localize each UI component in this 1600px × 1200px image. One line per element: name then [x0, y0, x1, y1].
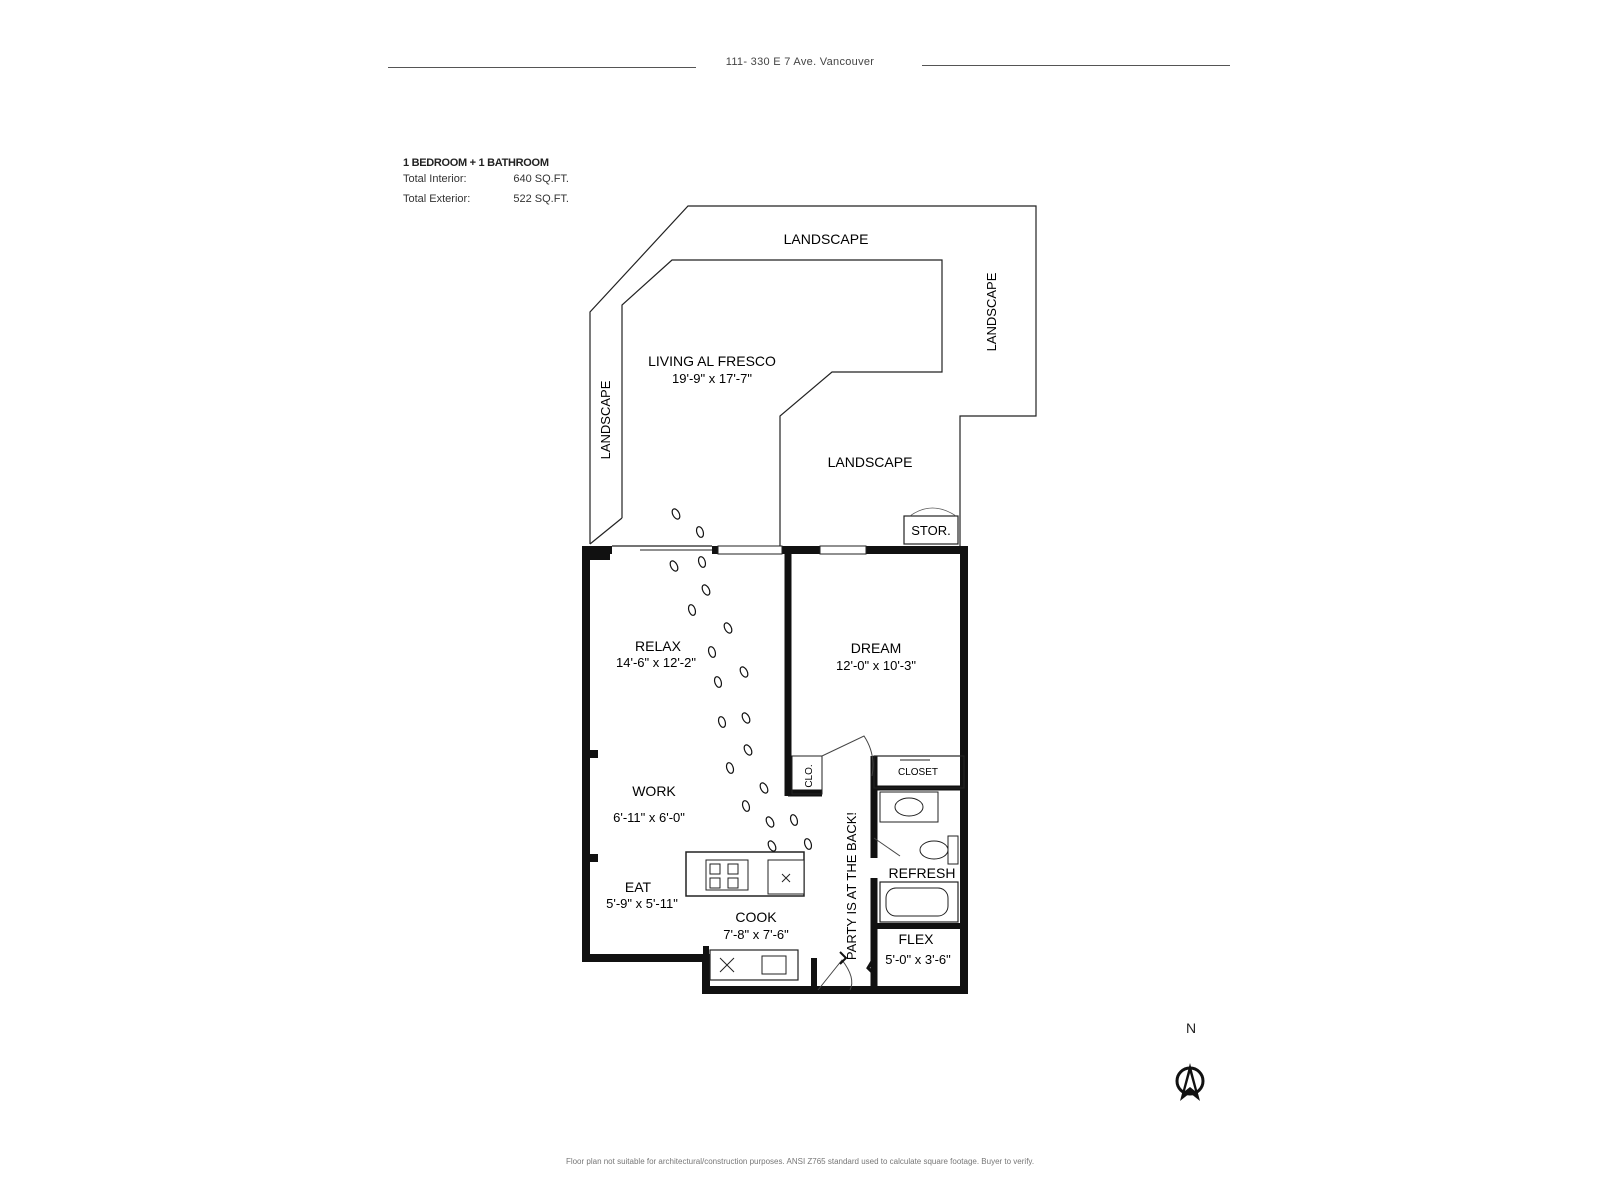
compass-label: N — [1185, 1020, 1197, 1036]
label-cook: COOK — [735, 909, 777, 925]
label-work: WORK — [632, 783, 676, 799]
label-landscape-left: LANDSCAPE — [598, 380, 613, 459]
flex-door — [866, 957, 878, 978]
label-closet: CLOSET — [898, 767, 938, 778]
label-landscape-mid: LANDSCAPE — [828, 454, 913, 470]
footprint — [739, 666, 749, 678]
label-landscape-top: LANDSCAPE — [784, 231, 869, 247]
label-eat: EAT — [625, 879, 652, 895]
label-relax: RELAX — [635, 638, 682, 654]
toilet-tank — [947, 835, 959, 865]
window-relax — [717, 545, 783, 555]
footprint — [743, 744, 753, 756]
sink — [894, 797, 924, 817]
interior-label: Total Interior: — [403, 173, 467, 185]
footprint — [717, 716, 727, 728]
footprint — [789, 814, 799, 826]
label-landscape-right: LANDSCAPE — [984, 272, 999, 351]
footprint — [713, 676, 723, 688]
bath-door — [873, 837, 901, 857]
footprint — [741, 712, 751, 724]
footprint — [803, 838, 813, 850]
footprint — [765, 816, 775, 828]
bathtub-inner — [885, 887, 949, 917]
stove-burners — [709, 863, 739, 889]
fridge — [767, 859, 805, 895]
footprint — [669, 560, 679, 572]
dims-cook: 7'-8" x 7'-6" — [723, 927, 789, 942]
kitchen-sink — [761, 955, 787, 975]
dishwasher-mark — [719, 957, 735, 973]
north-arrow-icon — [1175, 1063, 1205, 1101]
dims-dream: 12'-0" x 10'-3" — [836, 658, 916, 673]
storage-box — [903, 515, 959, 545]
footprint — [759, 782, 769, 794]
footprint — [725, 762, 735, 774]
label-refresh: REFRESH — [889, 865, 956, 881]
vanity — [879, 791, 939, 823]
header-rule-left — [388, 67, 696, 68]
entry-door — [817, 959, 853, 991]
exterior-outline — [589, 205, 1037, 548]
entry-arrow — [839, 951, 848, 965]
dims-work: 6'-11" x 6'-0" — [613, 810, 685, 825]
dims-eat: 5'-9" x 5'-11" — [606, 896, 678, 911]
label-hallway-note: PARTY IS AT THE BACK! — [844, 812, 859, 960]
unit-type: 1 BEDROOM + 1 BATHROOM — [403, 157, 549, 169]
exterior-row: Total Exterior: 522 SQ.FT. — [403, 193, 573, 205]
footprint — [695, 526, 705, 538]
disclaimer: Floor plan not suitable for architectura… — [565, 1157, 1035, 1166]
dims-relax: 14'-6" x 12'-2" — [616, 655, 696, 670]
label-flex: FLEX — [898, 931, 934, 947]
label-dream: DREAM — [851, 640, 902, 656]
closet-box — [873, 755, 965, 789]
label-living-al-fresco: LIVING AL FRESCO — [648, 353, 776, 369]
unit-summary: 1 BEDROOM + 1 BATHROOM Total Interior: 6… — [403, 157, 573, 205]
storage-door-arc — [909, 507, 957, 517]
footprint — [687, 604, 697, 616]
bedroom-door-arc — [821, 735, 874, 777]
address-title: 111- 330 E 7 Ave. Vancouver — [725, 56, 875, 68]
footprint — [767, 840, 777, 852]
footprints-path — [669, 508, 813, 852]
patio-outline — [621, 259, 943, 548]
interior-value: 640 SQ.FT. — [513, 173, 569, 185]
clo-box — [791, 755, 823, 795]
toilet-bowl — [919, 840, 949, 860]
label-stor: STOR. — [911, 523, 951, 538]
footprint — [723, 622, 733, 634]
stove — [705, 859, 749, 891]
footprint — [701, 584, 711, 596]
exterior-label: Total Exterior: — [403, 193, 471, 205]
exterior-value: 522 SQ.FT. — [513, 193, 569, 205]
interior-row: Total Interior: 640 SQ.FT. — [403, 173, 573, 185]
footprint — [707, 646, 717, 658]
footprint — [671, 508, 681, 520]
corner-post — [582, 546, 610, 560]
kitchen-lower-counter — [709, 949, 799, 981]
footprint — [697, 556, 707, 568]
patio-edge — [589, 517, 623, 545]
dims-living-al-fresco: 19'-9" x 17'-7" — [672, 371, 752, 386]
fridge-mark — [781, 873, 791, 883]
dims-flex: 5'-0" x 3'-6" — [885, 952, 951, 967]
wall-post-2 — [590, 854, 598, 862]
header-rule-right — [922, 65, 1230, 66]
label-clo: CLO. — [804, 764, 815, 787]
window-dream — [819, 545, 867, 555]
footprint — [741, 800, 751, 812]
wall-post-1 — [590, 750, 598, 758]
